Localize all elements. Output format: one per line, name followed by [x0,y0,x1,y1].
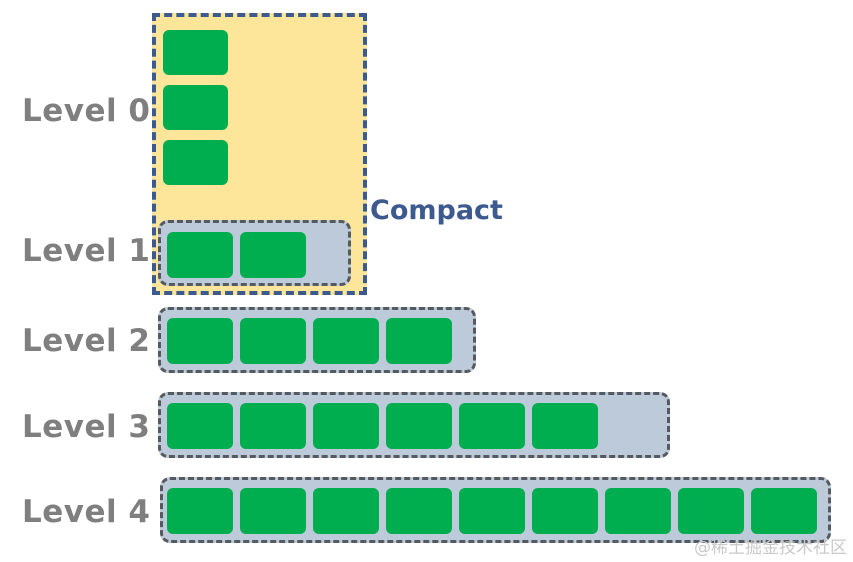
level-3-block [532,403,598,449]
level-2-block [167,318,233,364]
level-label-1: Level 1 [22,233,151,269]
level-3-block [240,403,306,449]
level-4-block [532,488,598,534]
compact-label: Compact [370,195,503,226]
level-0-block [163,140,228,185]
level-3-block [167,403,233,449]
level-0-block [163,30,228,75]
level-4-block [386,488,452,534]
level-2-block [313,318,379,364]
level-label-4: Level 4 [22,494,151,530]
level-label-0: Level 0 [22,93,151,129]
level-4-block [678,488,744,534]
level-4-block [459,488,525,534]
level-label-2: Level 2 [22,323,151,359]
level-label-3: Level 3 [22,409,151,445]
level-1-block [167,232,233,278]
level-3-block [459,403,525,449]
level-4-block [313,488,379,534]
level-3-block [313,403,379,449]
level-4-block [751,488,817,534]
level-4-block [167,488,233,534]
level-4-block [240,488,306,534]
watermark: @稀土掘金技术社区 [694,538,847,558]
level-2-block [240,318,306,364]
level-4-block [605,488,671,534]
level-3-block [386,403,452,449]
level-1-block [240,232,306,278]
level-2-block [386,318,452,364]
level-0-block [163,85,228,130]
